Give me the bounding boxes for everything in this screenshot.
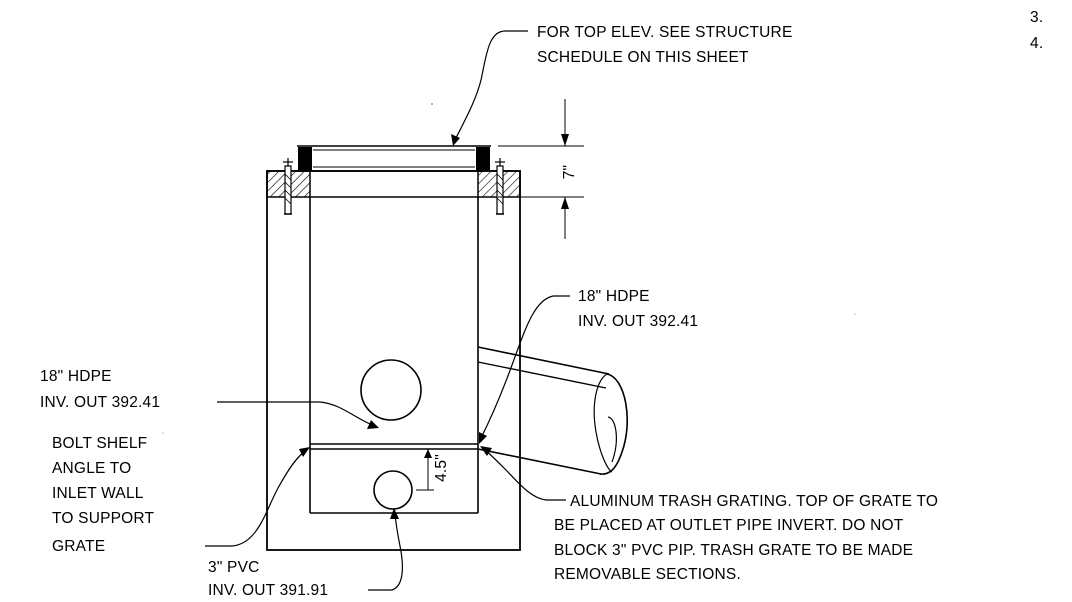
anchor-bolt-left [283,158,293,215]
leader-pvc [368,508,403,591]
general-note-4: 4. [1030,35,1043,52]
top-slab [266,170,521,198]
shelf-label-line2: ANGLE TO [52,460,131,477]
speck [854,313,856,315]
outlet-pipe [477,346,629,475]
left-pipe-label-line1: 18" HDPE [40,368,112,385]
shelf-label-line3: INLET WALL [52,485,144,502]
right-pipe-label-line1: 18" HDPE [578,288,650,305]
hdpe-pipe-opening [360,359,422,421]
grate-label-line4: REMOVABLE SECTIONS. [554,566,741,583]
shelf-label-line4: TO SUPPORT [52,510,155,527]
general-note-3: 3. [1030,9,1043,26]
top-note-line1: FOR TOP ELEV. SEE STRUCTURE [537,24,792,41]
dimension-4-5-inch: 4.5" [416,449,450,491]
dimension-7-label: 7" [561,165,578,180]
leader-left-pipe [217,401,379,429]
leader-right-pipe [479,295,570,444]
pvc-pipe-opening [373,470,413,510]
left-pipe-label-line2: INV. OUT 392.41 [40,394,160,411]
trash-grating [310,443,478,450]
dimension-7-inch: 7" [498,99,584,239]
anchor-bolt-right [495,158,505,215]
pvc-label-line2: INV. OUT 391.91 [208,582,328,599]
grate-label-line2: BE PLACED AT OUTLET PIPE INVERT. DO NOT [554,517,904,534]
grate-label-line3: BLOCK 3" PVC PIP. TRASH GRATE TO BE MADE [554,542,913,559]
speck [431,103,433,105]
leader-grate [480,446,566,501]
grate-label-line1: ALUMINUM TRASH GRATING. TOP OF GRATE TO [570,493,938,510]
frame-and-grate [297,145,491,172]
speck [162,432,164,434]
shelf-label-line1: BOLT SHELF [52,435,147,452]
leader-top-note [451,30,528,146]
pvc-label-line1: 3" PVC [208,559,260,576]
shelf-label-line5: GRATE [52,538,105,555]
top-note-line2: SCHEDULE ON THIS SHEET [537,49,749,66]
dimension-4-5-label: 4.5" [433,454,450,482]
leader-shelf [205,447,310,547]
frame-block-left [298,147,312,171]
frame-block-right [476,147,490,171]
right-pipe-label-line2: INV. OUT 392.41 [578,313,698,330]
